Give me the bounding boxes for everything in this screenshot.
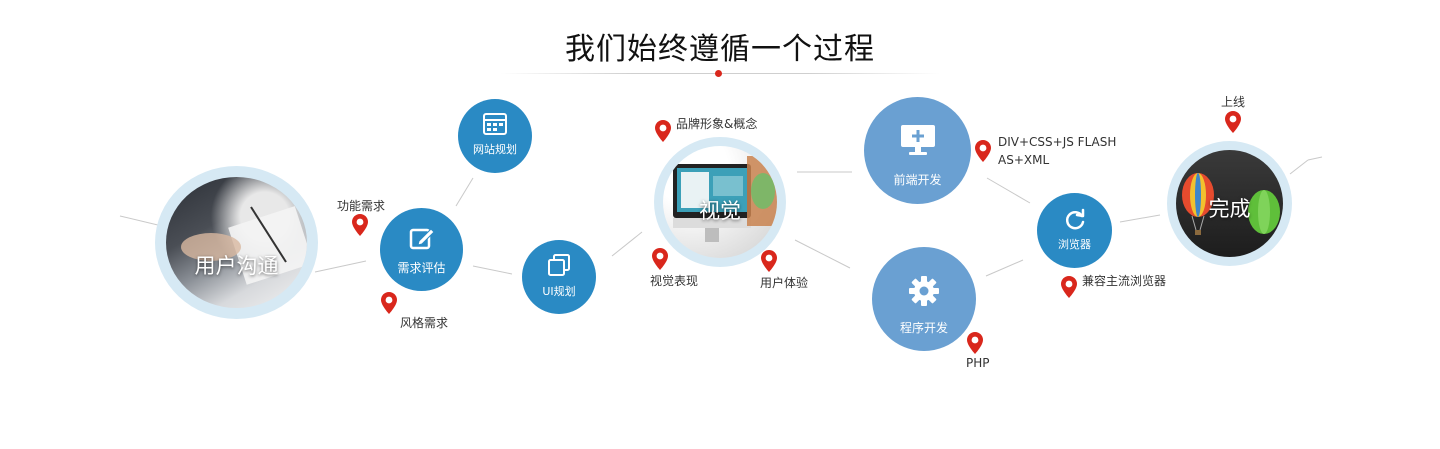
connector-line bbox=[794, 239, 851, 269]
stage-ui-planning: UI规划 bbox=[522, 240, 596, 314]
location-pin-icon bbox=[381, 292, 397, 314]
title-accent-dot bbox=[715, 70, 722, 77]
note-function-req: 功能需求 bbox=[337, 199, 386, 213]
copy-icon bbox=[522, 253, 596, 277]
stage-label: 完成 bbox=[1208, 197, 1251, 221]
imac-illustration bbox=[673, 156, 777, 242]
note-user-experience: 用户体验 bbox=[760, 276, 809, 290]
stage-requirement-eval: 需求评估 bbox=[380, 208, 463, 291]
stage-label: 浏览器 bbox=[1058, 238, 1091, 251]
stage-label: 程序开发 bbox=[899, 321, 948, 335]
stage-user-communication: 用户沟通 bbox=[155, 166, 318, 319]
connector-line bbox=[1307, 156, 1323, 161]
stage-label: UI规划 bbox=[542, 285, 576, 298]
connector-line bbox=[314, 260, 367, 273]
note-style-req: 风格需求 bbox=[400, 316, 449, 330]
stage-visual: 视觉 bbox=[654, 137, 786, 267]
gear-icon bbox=[872, 275, 976, 307]
location-pin-icon bbox=[1061, 276, 1077, 298]
stage-label: 用户沟通 bbox=[194, 254, 279, 278]
stage-label: 前端开发 bbox=[893, 173, 942, 187]
connector-line bbox=[472, 265, 513, 275]
handshake-photo bbox=[166, 177, 307, 308]
connector-line bbox=[119, 215, 163, 227]
stage-label: 网站规划 bbox=[473, 143, 517, 156]
note-php: PHP bbox=[966, 356, 990, 370]
stage-site-planning: 网站规划 bbox=[458, 99, 532, 173]
meeting-illustration bbox=[181, 206, 307, 285]
location-pin-icon bbox=[967, 332, 983, 354]
stage-browser: 浏览器 bbox=[1037, 193, 1112, 268]
stage-label: 视觉 bbox=[699, 199, 741, 223]
stage-label: 需求评估 bbox=[397, 261, 446, 275]
location-pin-icon bbox=[652, 248, 668, 270]
edit-icon bbox=[380, 225, 463, 251]
location-pin-icon bbox=[761, 250, 777, 272]
balloons-photo bbox=[1176, 150, 1283, 257]
stage-complete: 完成 bbox=[1167, 141, 1292, 266]
connector-line bbox=[1289, 159, 1309, 175]
connector-line bbox=[985, 259, 1024, 277]
refresh-icon bbox=[1037, 208, 1112, 232]
connector-line bbox=[455, 177, 474, 207]
note-brand-image: 品牌形象&概念 bbox=[676, 117, 758, 131]
note-visual-expression: 视觉表现 bbox=[650, 274, 699, 288]
location-pin-icon bbox=[655, 120, 671, 142]
note-frontend-tech-1: DIV+CSS+JS FLASH bbox=[998, 135, 1117, 149]
monitor-plus-icon bbox=[864, 123, 971, 157]
connector-line bbox=[1119, 214, 1161, 223]
note-frontend-tech-2: AS+XML bbox=[998, 153, 1050, 167]
imac-photo bbox=[663, 146, 777, 258]
location-pin-icon bbox=[1225, 111, 1241, 133]
page-title: 我们始终遵循一个过程 bbox=[565, 32, 875, 67]
balloons-illustration bbox=[1182, 173, 1280, 235]
location-pin-icon bbox=[975, 140, 991, 162]
connector-line bbox=[611, 231, 643, 257]
location-pin-icon bbox=[352, 214, 368, 236]
note-compat: 兼容主流浏览器 bbox=[1082, 274, 1167, 288]
stage-frontend-dev: 前端开发 bbox=[864, 97, 971, 204]
browser-window-icon bbox=[458, 113, 532, 135]
stage-program-dev: 程序开发 bbox=[872, 247, 976, 351]
connector-line bbox=[986, 177, 1031, 204]
note-launch: 上线 bbox=[1221, 95, 1246, 109]
